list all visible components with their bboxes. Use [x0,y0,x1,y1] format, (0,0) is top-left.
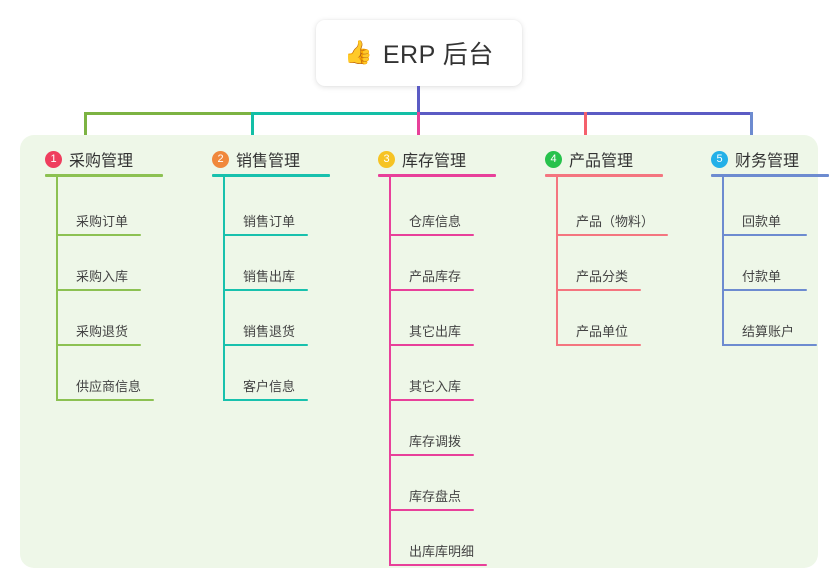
list-item-label: 结算账户 [742,324,795,339]
column-header-finance-management[interactable]: 5 财务管理 [711,147,799,171]
list-item-label: 采购入库 [76,269,129,284]
list-item-rule [556,289,641,291]
list-item-rule [223,234,308,236]
list-item-rule [56,289,141,291]
list-item-rule [722,289,807,291]
list-item[interactable]: 客户信息 [223,371,308,401]
list-item[interactable]: 结算账户 [722,316,817,346]
list-item[interactable]: 销售退货 [223,316,308,346]
list-item-rule [56,234,141,236]
list-item-label: 产品库存 [409,269,462,284]
list-item[interactable]: 其它出库 [389,316,474,346]
drop-purchase [84,112,87,147]
list-item[interactable]: 库存调拨 [389,426,474,456]
column-rule [212,174,330,177]
segment-teal [251,112,420,115]
list-item-label: 销售订单 [243,214,296,229]
list-item[interactable]: 出库库明细 [389,536,487,566]
list-item[interactable]: 产品库存 [389,261,474,291]
column-trunk [722,177,724,346]
list-item[interactable]: 销售出库 [223,261,308,291]
list-item-rule [56,399,154,401]
mindmap-panel: 1 采购管理采购订单采购入库采购退货供应商信息 2 销售管理销售订单销售出库销售退货客… [20,135,829,568]
badge-4: 4 [545,150,562,168]
list-item-rule [389,234,474,236]
list-item-label: 产品（物料） [576,214,655,229]
column-trunk [556,177,558,346]
drop-inventory [417,112,420,147]
root-title-inner: 👍 ERP 后台 [344,35,494,71]
list-item[interactable]: 采购退货 [56,316,141,346]
list-item-rule [556,234,668,236]
list-item-label: 客户信息 [243,379,296,394]
list-item[interactable]: 采购入库 [56,261,141,291]
column-header-product-management[interactable]: 4 产品管理 [545,147,633,171]
thumbs-up-icon: 👍 [344,38,373,65]
list-item[interactable]: 采购订单 [56,206,141,236]
list-item-rule [223,289,308,291]
column-title: 采购管理 [69,153,134,170]
root-stem [417,86,420,115]
column-rule [545,174,663,177]
column-rule [45,174,163,177]
column-header-inventory-management[interactable]: 3 库存管理 [378,147,466,171]
column-title: 产品管理 [569,153,634,170]
list-item-label: 产品单位 [576,324,629,339]
list-item-label: 回款单 [742,214,782,229]
column-title: 库存管理 [402,153,467,170]
list-item-rule [389,454,474,456]
list-item-label: 采购订单 [76,214,129,229]
list-item-label: 库存调拨 [409,434,462,449]
column-header-purchase-management[interactable]: 1 采购管理 [45,147,133,171]
list-item-rule [722,344,817,346]
segment-green [84,112,254,115]
list-item[interactable]: 其它入库 [389,371,474,401]
list-item-label: 付款单 [742,269,782,284]
root-title-label: ERP 后台 [382,41,494,69]
list-item-label: 出库库明细 [409,544,475,559]
list-item-label: 采购退货 [76,324,129,339]
list-item-rule [223,399,308,401]
list-item[interactable]: 回款单 [722,206,807,236]
column-rule [711,174,829,177]
column-rule [378,174,496,177]
badge-3: 3 [378,150,395,168]
list-item-label: 销售出库 [243,269,296,284]
list-item-rule [389,564,487,566]
list-item-rule [556,344,641,346]
list-item-rule [56,344,141,346]
list-item[interactable]: 库存盘点 [389,481,474,511]
root-title-card[interactable]: 👍 ERP 后台 [316,20,522,86]
list-item-label: 其它入库 [409,379,462,394]
list-item-label: 销售退货 [243,324,296,339]
list-item-label: 产品分类 [576,269,629,284]
list-item[interactable]: 产品分类 [556,261,641,291]
badge-1: 1 [45,150,62,168]
list-item[interactable]: 产品单位 [556,316,641,346]
list-item-rule [389,509,474,511]
list-item[interactable]: 供应商信息 [56,371,154,401]
badge-2: 2 [212,150,229,168]
list-item-label: 供应商信息 [76,379,142,394]
list-item[interactable]: 付款单 [722,261,807,291]
list-item[interactable]: 销售订单 [223,206,308,236]
column-title: 财务管理 [735,153,800,170]
column-trunk [389,177,391,566]
column-header-sales-management[interactable]: 2 销售管理 [212,147,300,171]
list-item-label: 仓库信息 [409,214,462,229]
list-item[interactable]: 仓库信息 [389,206,474,236]
list-item-rule [389,399,474,401]
list-item-rule [223,344,308,346]
list-item-rule [722,234,807,236]
list-item-label: 其它出库 [409,324,462,339]
list-item-label: 库存盘点 [409,489,462,504]
list-item-rule [389,289,474,291]
list-item-rule [389,344,474,346]
list-item[interactable]: 产品（物料） [556,206,668,236]
column-title: 销售管理 [236,153,301,170]
drop-product [584,112,587,147]
drop-sales [251,112,254,147]
badge-5: 5 [711,150,728,168]
drop-finance [750,112,753,147]
